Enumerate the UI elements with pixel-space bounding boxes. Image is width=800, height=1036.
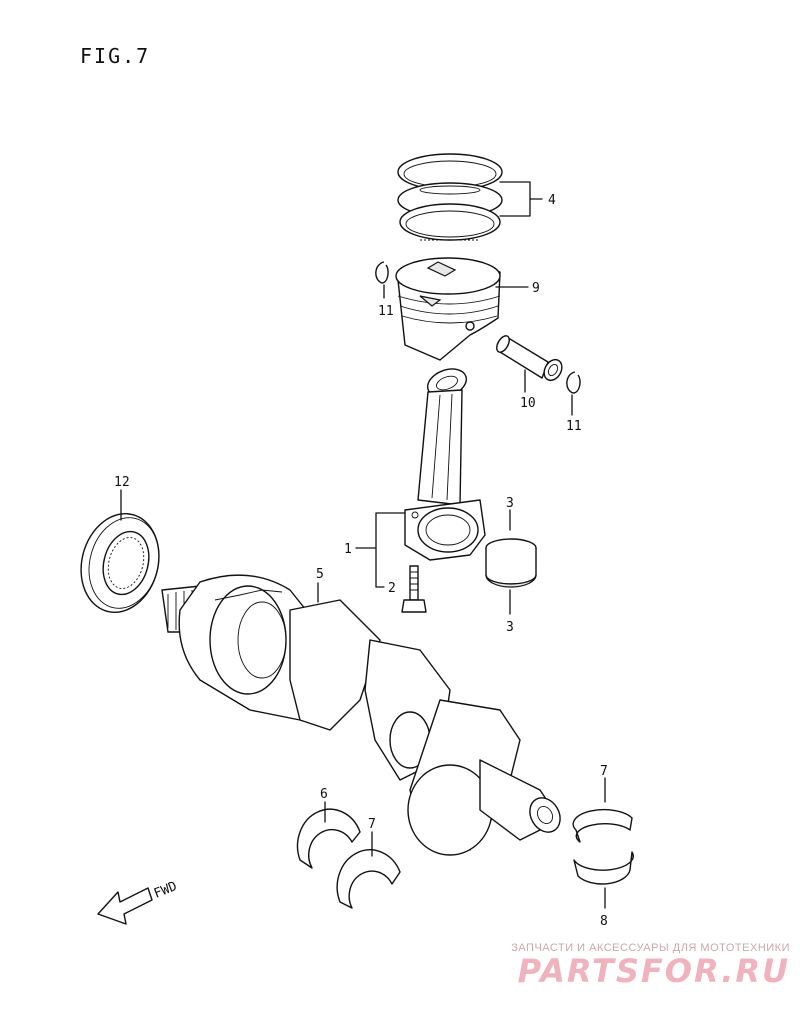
thrust-bearing-left[interactable] [296,808,361,869]
watermark-brand: PARTSFOR.RU [517,952,790,990]
callout-12: 12 [114,475,130,490]
callout-3-top: 3 [506,496,514,511]
callout-7-top: 7 [600,764,608,779]
callout-11-right: 11 [566,419,582,434]
rod-bolt[interactable] [401,565,427,613]
forward-arrow [97,887,153,925]
callout-9: 4 [548,193,556,208]
callout-4: 5 [316,567,324,582]
crankshaft[interactable] [161,574,566,856]
callout-2: 2 [388,581,396,596]
crank-pin-bearing[interactable] [485,538,537,588]
watermark: ЗАПЧАСТИ И АКСЕССУАРЫ ДЛЯ МОТОТЕХНИКИ PA… [490,942,790,988]
thrust-bearing-right[interactable] [336,849,401,909]
callout-1: 1 [344,542,352,557]
leader-lines [120,181,606,909]
watermark-subtitle: ЗАПЧАСТИ И АКСЕССУАРЫ ДЛЯ МОТОТЕХНИКИ [511,942,790,954]
piston-ring-set[interactable] [397,153,503,241]
callout-5: 6 [320,787,328,802]
callout-labels: 4 9 11 10 11 1 2 3 3 12 5 6 7 7 8 [114,193,608,929]
callout-10: 10 [520,396,536,411]
figure-title: FIG.7 [80,44,151,68]
callout-6: 7 [368,817,376,832]
piston[interactable] [395,257,501,361]
callout-3-bottom: 3 [506,620,514,635]
connecting-rod[interactable] [404,364,486,561]
piston-pin[interactable] [494,334,565,384]
callout-8: 9 [532,281,540,296]
fwd-label: FWD [152,879,180,902]
journal-bearing-upper[interactable] [572,808,633,843]
circlip-right[interactable] [566,371,581,394]
circlip-left[interactable] [375,261,389,284]
primary-drive-gear[interactable] [70,505,169,621]
journal-bearing-lower[interactable] [573,851,634,885]
callout-7-bottom: 8 [600,914,608,929]
callout-11-left: 11 [378,304,394,319]
